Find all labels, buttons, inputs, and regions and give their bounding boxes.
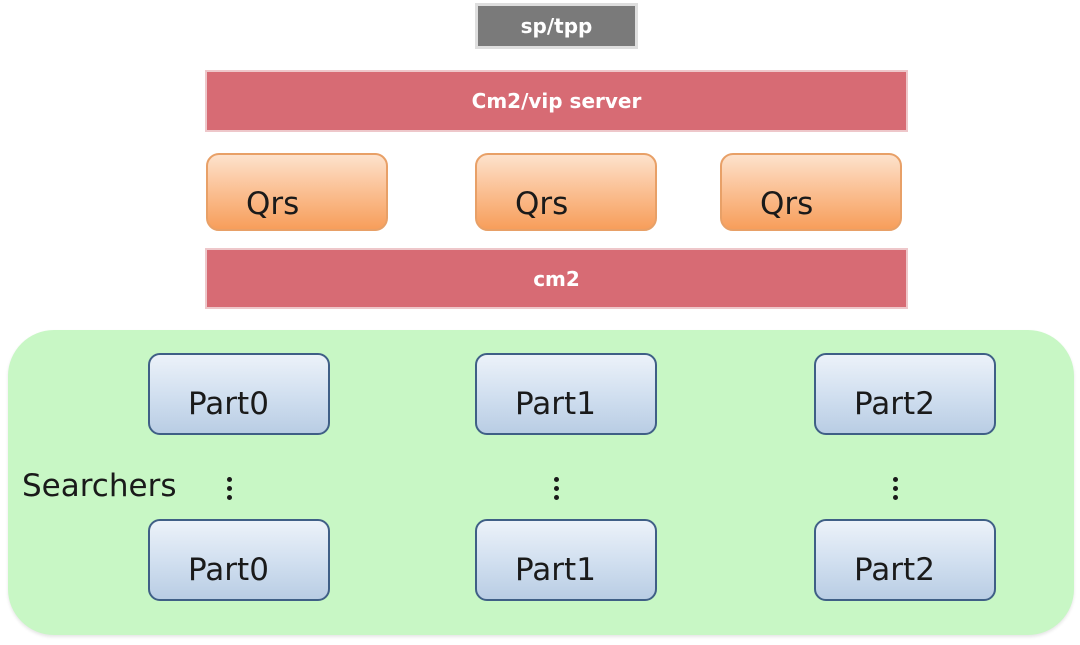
qrs-node-label: Qrs: [246, 186, 300, 222]
part-box-bottom-1: Part1: [475, 519, 657, 601]
part-label: Part0: [188, 386, 269, 422]
cm2-label: cm2: [533, 266, 580, 291]
qrs-node-2: Qrs: [475, 153, 657, 231]
part-label: Part1: [515, 386, 596, 422]
part-box-top-1: Part1: [475, 353, 657, 435]
qrs-node-label: Qrs: [515, 186, 569, 222]
part-box-bottom-0: Part0: [148, 519, 330, 601]
part-label: Part0: [188, 552, 269, 588]
sp-tpp-box: sp/tpp: [475, 3, 638, 49]
part-box-top-0: Part0: [148, 353, 330, 435]
sp-tpp-label: sp/tpp: [520, 14, 593, 38]
vip-server-bar: Cm2/vip server: [205, 70, 908, 132]
ellipsis-vertical-icon: [551, 475, 563, 505]
vip-server-label: Cm2/vip server: [471, 89, 642, 113]
part-label: Part2: [854, 552, 935, 588]
qrs-node-label: Qrs: [760, 186, 814, 222]
part-box-bottom-2: Part2: [814, 519, 996, 601]
part-box-top-2: Part2: [814, 353, 996, 435]
qrs-node-1: Qrs: [206, 153, 388, 231]
part-label: Part2: [854, 386, 935, 422]
searchers-label: Searchers: [22, 468, 177, 504]
part-label: Part1: [515, 552, 596, 588]
qrs-node-3: Qrs: [720, 153, 902, 231]
cm2-bar: cm2: [205, 248, 908, 309]
ellipsis-vertical-icon: [224, 475, 236, 505]
ellipsis-vertical-icon: [890, 475, 902, 505]
